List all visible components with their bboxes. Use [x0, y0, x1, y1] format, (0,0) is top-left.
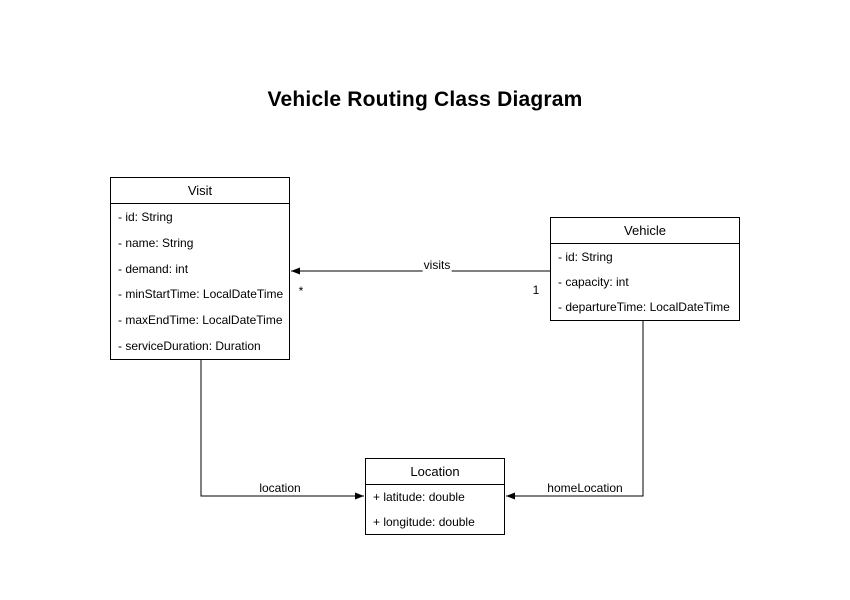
attribute-row: - demand: int [118, 261, 189, 276]
attribute-row: - minStartTime: LocalDateTime [118, 287, 284, 302]
attribute-row: - id: String [118, 209, 173, 224]
attribute-row: - maxEndTime: LocalDateTime [118, 313, 283, 328]
attribute-row: - serviceDuration: Duration [118, 339, 261, 354]
multiplicity-visits-target[interactable]: * [298, 284, 304, 298]
attribute-row: - departureTime: LocalDateTime [558, 300, 730, 315]
edge-location[interactable] [200, 360, 364, 500]
edge-label-home-location[interactable]: homeLocation [546, 481, 624, 495]
class-visit[interactable]: Visit - id: String - name: String - dema… [110, 177, 290, 360]
class-location[interactable]: Location + latitude: double + longitude:… [365, 458, 505, 535]
attribute-row: + longitude: double [373, 514, 475, 529]
class-vehicle[interactable]: Vehicle - id: String - capacity: int - d… [550, 217, 740, 321]
multiplicity-visits-source[interactable]: 1 [532, 283, 540, 297]
diagram-title: Vehicle Routing Class Diagram [267, 88, 583, 111]
class-vehicle-name: Vehicle [551, 218, 739, 244]
class-location-name: Location [366, 459, 504, 485]
class-location-attributes: + latitude: double + longitude: double [366, 485, 504, 534]
class-visit-name: Visit [111, 178, 289, 204]
attribute-row: + latitude: double [373, 490, 465, 505]
attribute-row: - capacity: int [558, 274, 629, 289]
class-vehicle-attributes: - id: String - capacity: int - departure… [551, 244, 739, 320]
class-visit-attributes: - id: String - name: String - demand: in… [111, 204, 289, 359]
edge-label-visits[interactable]: visits [422, 258, 452, 272]
attribute-row: - id: String [558, 249, 613, 264]
attribute-row: - name: String [118, 235, 194, 250]
edge-home-location[interactable] [506, 321, 644, 500]
edge-label-location[interactable]: location [258, 481, 302, 495]
